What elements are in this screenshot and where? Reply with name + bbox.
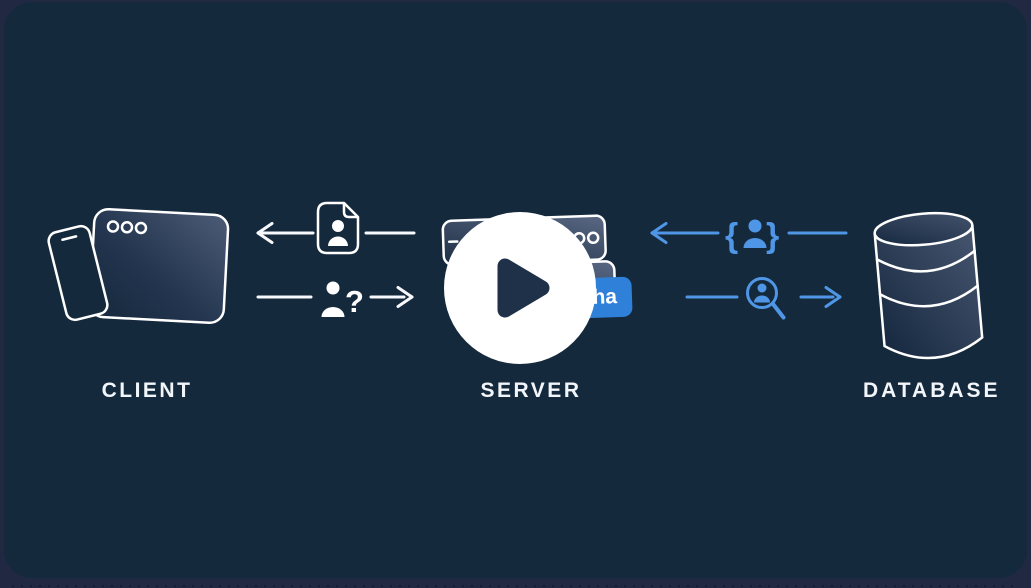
arrow-server-to-client — [256, 222, 416, 244]
arrow-database-to-server — [650, 222, 848, 244]
document-user-icon — [316, 201, 360, 255]
close-brace: } — [766, 217, 779, 255]
arrow-client-to-server — [256, 286, 414, 308]
database-label: DATABASE — [863, 379, 1001, 402]
open-brace: { — [725, 217, 738, 255]
arrow-server-to-database — [685, 286, 842, 308]
database-cylinder-icon — [873, 211, 984, 360]
question-mark: ? — [345, 284, 364, 319]
browser-window-icon — [88, 208, 230, 324]
play-button[interactable] — [444, 212, 596, 364]
user-search-icon — [746, 277, 786, 320]
client-label: CLIENT — [101, 379, 193, 402]
bottom-dotted-divider — [12, 585, 1019, 587]
play-icon — [497, 258, 550, 318]
server-label: SERVER — [480, 379, 582, 402]
user-question-icon: ? — [321, 281, 364, 319]
braces-user-icon: { } — [725, 217, 779, 255]
smartphone-icon — [47, 224, 109, 322]
